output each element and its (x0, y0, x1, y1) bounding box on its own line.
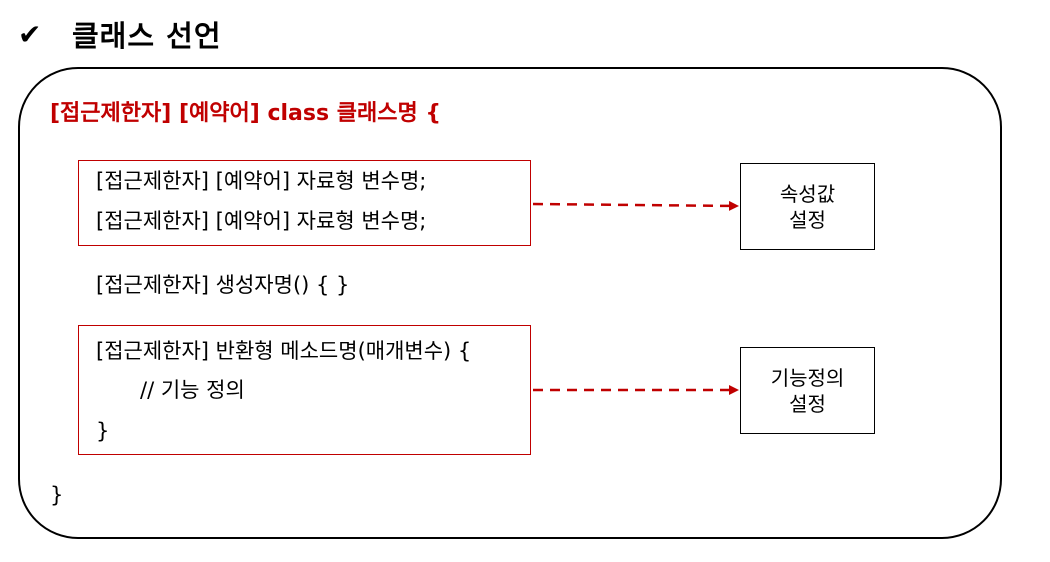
field-line-1: [접근제한자] [예약어] 자료형 변수명; (96, 169, 427, 193)
method-box (78, 325, 531, 455)
method-comment: // 기능 정의 (140, 378, 245, 402)
method-note: 기능정의 설정 (740, 347, 875, 434)
check-icon: ✔ (18, 17, 42, 51)
heading: ✔ 클래스 선언 (18, 14, 222, 54)
fields-note-line2: 설정 (789, 207, 826, 232)
class-close: } (50, 483, 64, 507)
method-line: [접근제한자] 반환형 메소드명(매개변수) { (96, 339, 472, 363)
method-close: } (96, 419, 110, 443)
constructor-line: [접근제한자] 생성자명() { } (96, 273, 350, 297)
method-note-line1: 기능정의 (770, 365, 845, 390)
fields-note-line1: 속성값 (779, 181, 836, 206)
method-note-line2: 설정 (789, 391, 826, 416)
page-title: 클래스 선언 (72, 19, 222, 53)
fields-arrow (532, 200, 739, 211)
field-line-2: [접근제한자] [예약어] 자료형 변수명; (96, 209, 427, 233)
fields-note: 속성값 설정 (740, 163, 875, 250)
class-declaration: [접근제한자] [예약어] class 클래스명 { (50, 101, 442, 126)
code-panel (18, 67, 1002, 539)
fields-box (78, 160, 531, 246)
